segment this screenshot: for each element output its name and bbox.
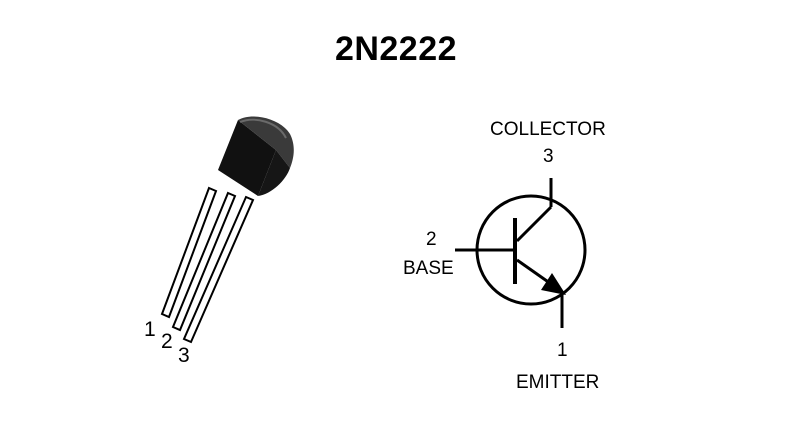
package-pin-2-label: 2 [161,330,173,353]
collector-label: COLLECTOR [490,119,606,140]
lead-2 [171,191,237,332]
collector-line [515,205,553,243]
emitter-arrow-icon [541,273,566,295]
package-pin-3-label: 3 [178,344,190,367]
collector-pin-label: 3 [543,146,554,167]
package-pin-1-label: 1 [144,318,156,341]
package-flat-face [218,120,276,196]
lead-1 [160,186,218,319]
package-highlight [239,118,287,139]
base-label: BASE [403,258,454,279]
part-title: 2N2222 [334,30,458,68]
package-side [258,150,290,196]
emitter-label: EMITTER [516,372,600,393]
emitter-pin-label: 1 [557,340,568,361]
package-body [218,116,294,196]
lead-3 [182,195,255,344]
package-leads [160,186,255,344]
base-pin-label: 2 [426,229,437,250]
